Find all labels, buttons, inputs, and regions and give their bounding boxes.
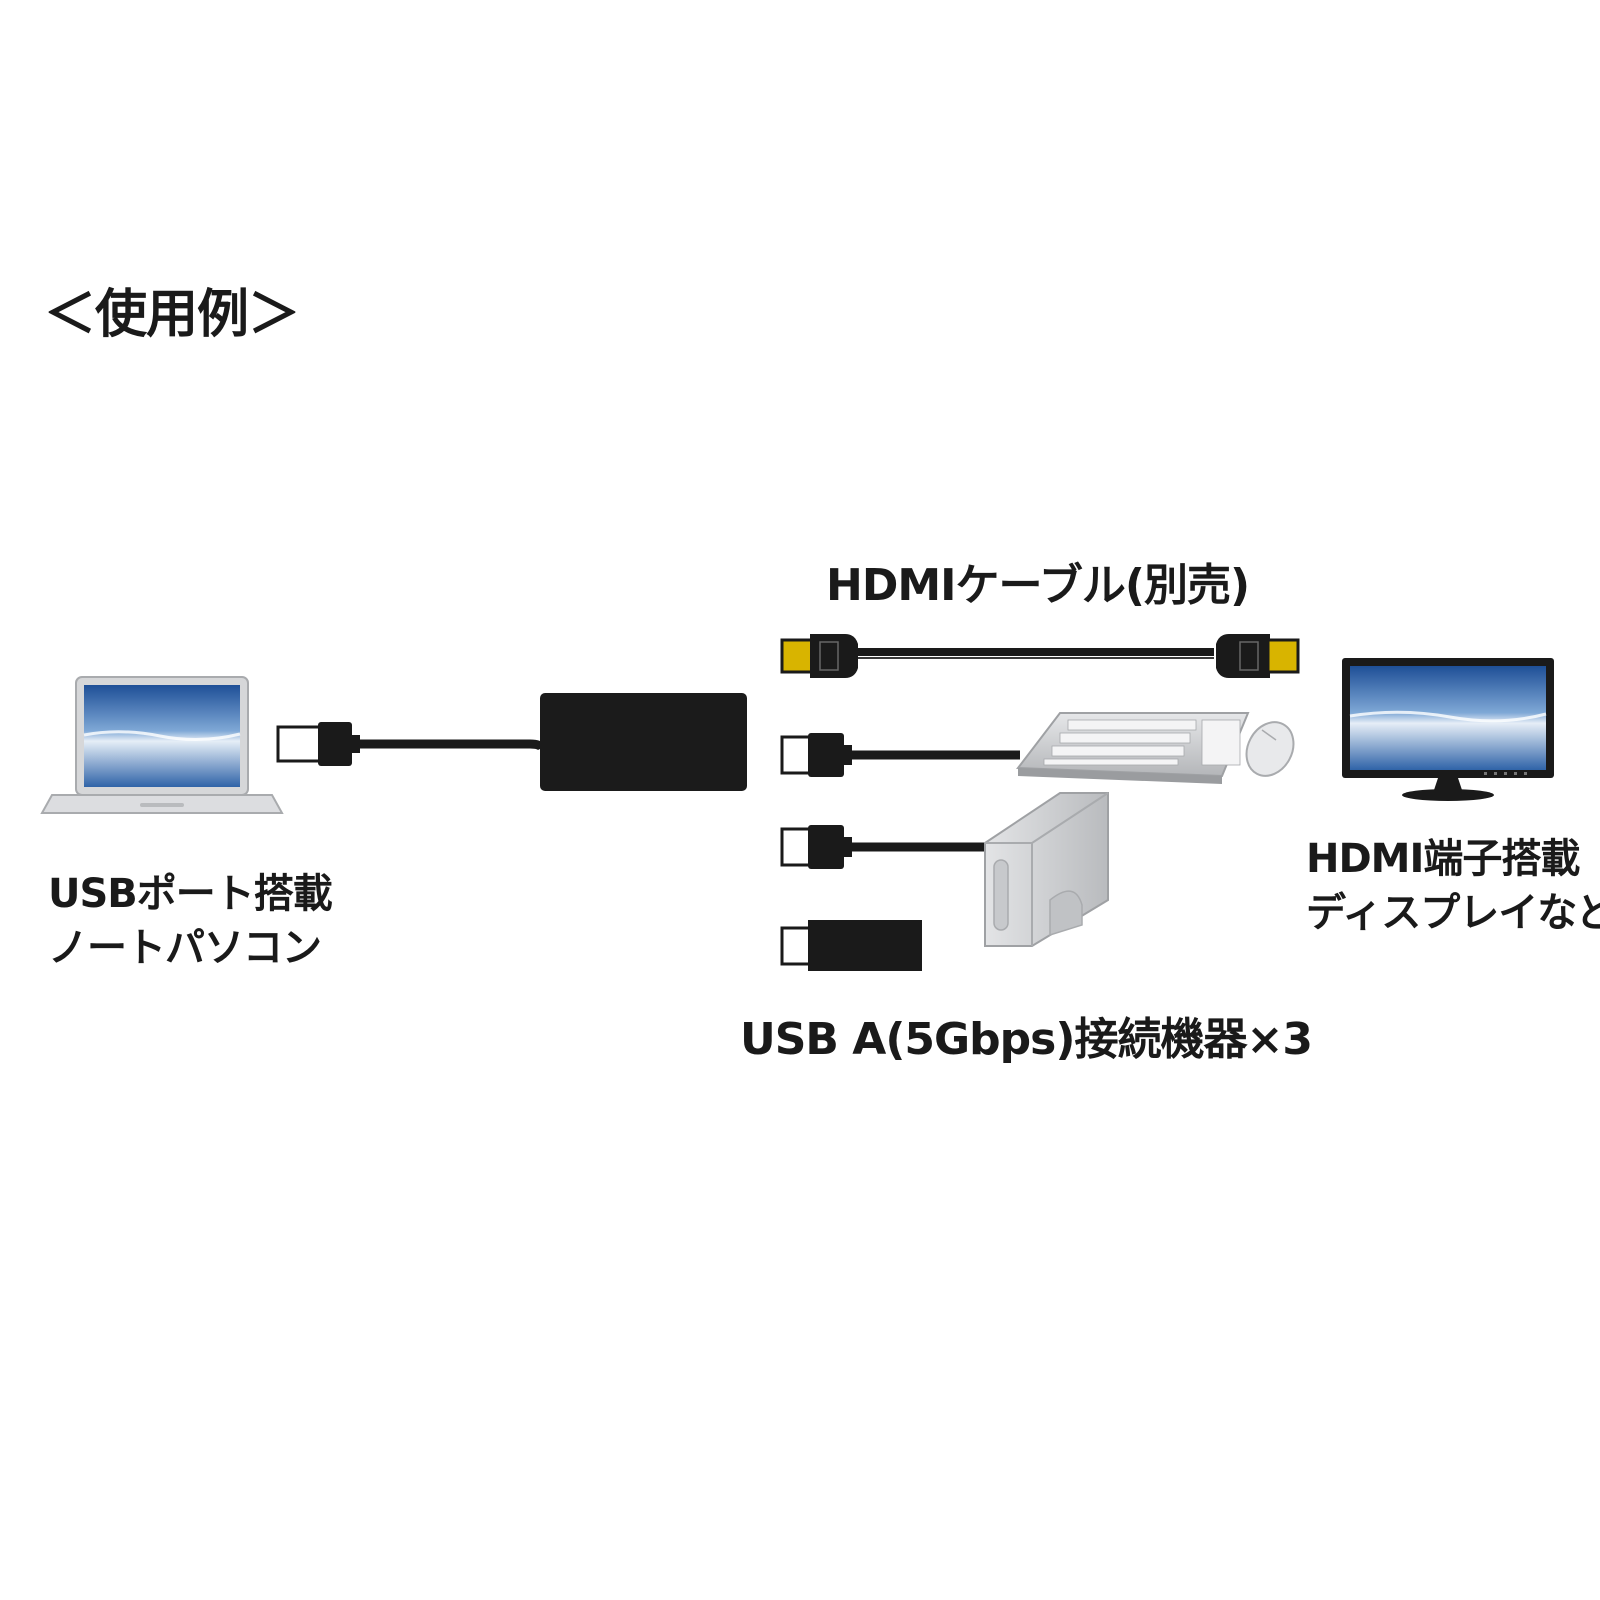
keyboard-icon xyxy=(1016,712,1250,784)
hub-input-cable xyxy=(358,739,547,751)
display-label-line1: HDMI端子搭載 xyxy=(1306,836,1580,882)
hdmi-cable-icon xyxy=(780,634,1300,678)
usb-a-plug-icon xyxy=(780,733,852,777)
hub-icon xyxy=(540,693,747,791)
usb-c-plug-icon xyxy=(276,722,360,766)
usb-a-plug-icon xyxy=(780,825,852,869)
usb-connector-icon xyxy=(780,920,922,971)
page-title: ＜使用例＞ xyxy=(44,285,300,345)
display-label-line2: ディスプレイなど xyxy=(1306,890,1600,936)
laptop-label-line1: USBポート搭載 xyxy=(48,871,333,917)
hdmi-cable-label: HDMIケーブル(別売) xyxy=(826,560,1250,611)
mouse-icon xyxy=(1245,721,1295,777)
laptop-icon xyxy=(40,676,284,814)
monitor-icon xyxy=(1342,658,1554,801)
hdd-icon xyxy=(984,792,1109,947)
usb-devices-label: USB A(5Gbps)接続機器×3 xyxy=(740,1014,1313,1065)
laptop-label-line2: ノートパソコン xyxy=(48,925,322,971)
